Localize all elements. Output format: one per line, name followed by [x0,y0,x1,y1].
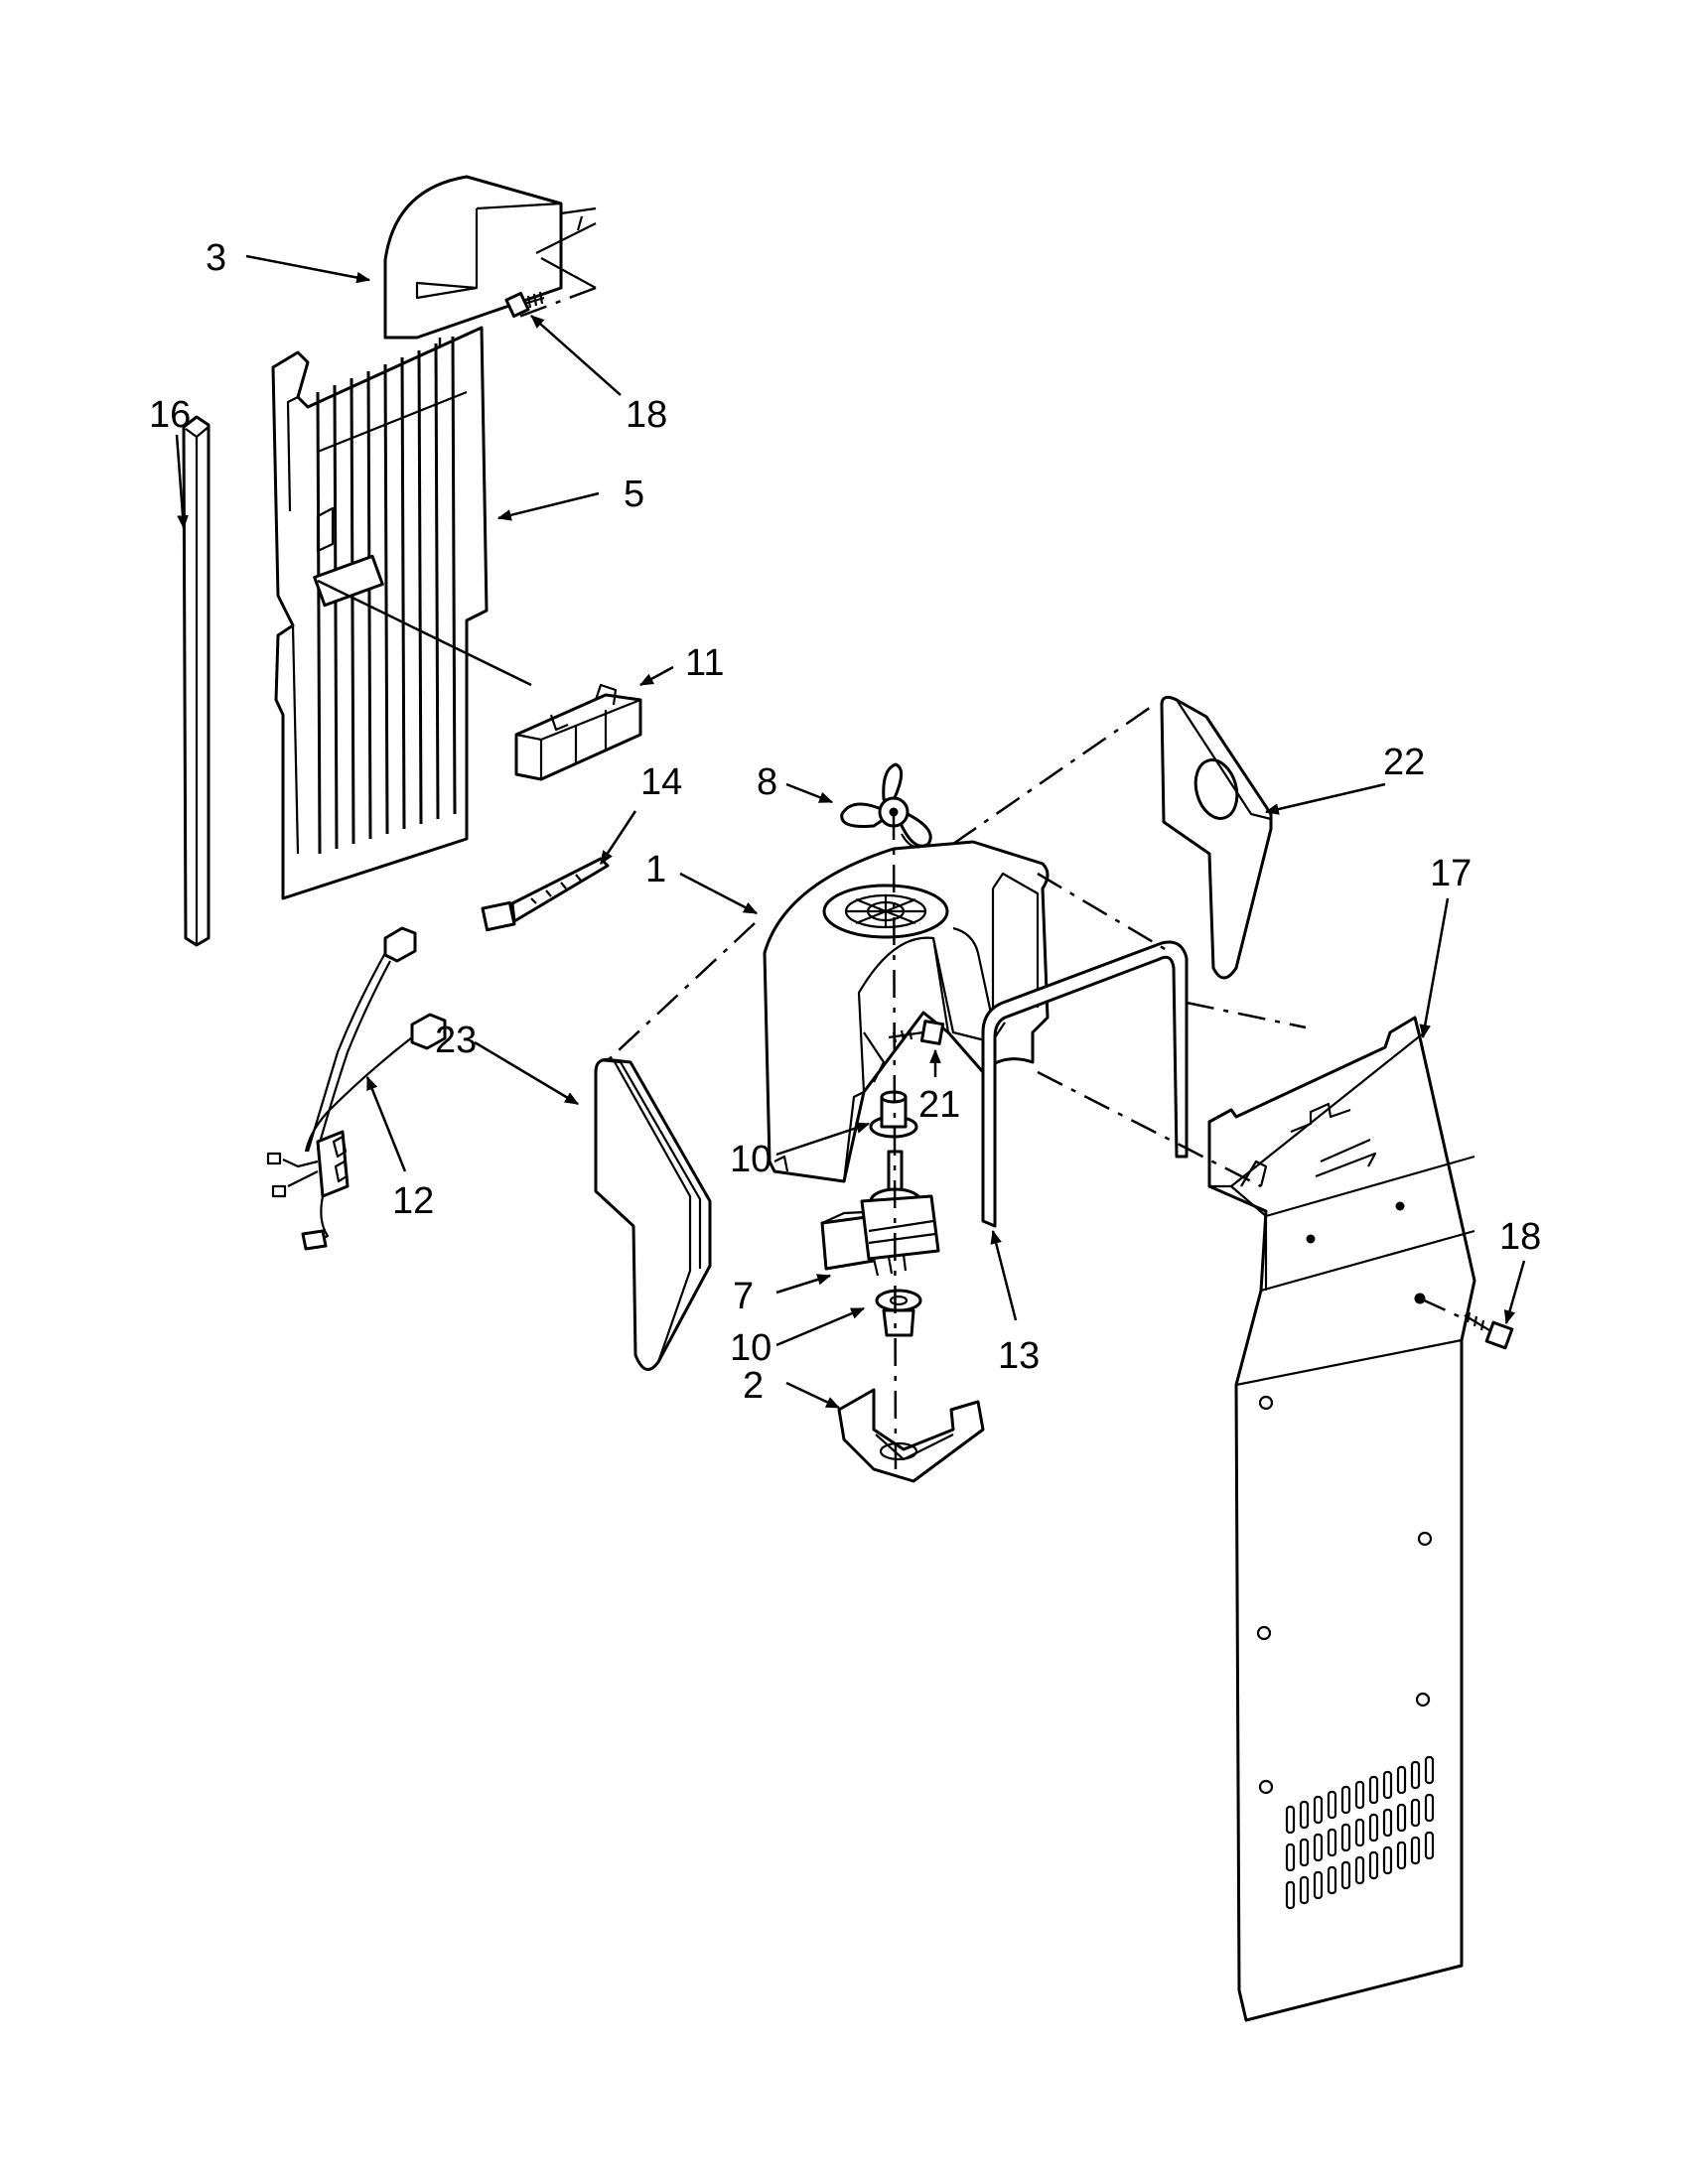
part-17-rear-panel [1207,1016,1476,2022]
part-18-screw-top [504,291,545,319]
callout-13: 13 [998,1335,1040,1377]
callout-18-top: 18 [626,394,667,436]
callout-14: 14 [640,761,682,803]
callout-11: 11 [685,642,724,684]
part-16-strip [182,415,210,947]
part-13-u-gasket [981,940,1189,1228]
callout-2: 2 [743,1365,764,1407]
part-23-left-baffle [594,1057,712,1371]
callout-5: 5 [624,474,644,515]
callout-12: 12 [392,1180,434,1222]
callout-10-upper: 10 [730,1139,772,1180]
part-10-bushing-lower [875,1289,922,1337]
part-7-fan-motor [820,1150,940,1277]
part-8-fan-blade [840,762,932,849]
part-2-motor-bracket [837,1388,985,1483]
callout-17: 17 [1430,853,1472,894]
assembly-lines [603,701,1307,1470]
callout-23: 23 [435,1020,477,1061]
callout-7: 7 [733,1276,754,1317]
callout-18-lower: 18 [1499,1216,1541,1258]
callout-16: 16 [149,394,191,436]
callout-21: 21 [918,1084,960,1126]
callout-22: 22 [1383,742,1425,783]
part-11-thermostat-bracket [514,683,642,781]
callout-3: 3 [206,237,226,279]
part-5-evaporator-grille [271,326,489,900]
callout-labels: 3 18 5 16 11 14 12 23 1 8 21 10 7 10 2 1… [149,237,1541,1407]
part-18-screw-lower [1464,1311,1514,1350]
callout-leaders [175,254,1526,1410]
part-14-cable-tie [481,857,610,932]
part-3-duct-cap [383,175,597,340]
callout-8: 8 [757,761,777,803]
part-12-wire-harness [266,926,447,1251]
callout-1: 1 [645,849,666,890]
part-22-right-baffle [1160,695,1273,980]
callout-10-lower: 10 [730,1327,772,1369]
